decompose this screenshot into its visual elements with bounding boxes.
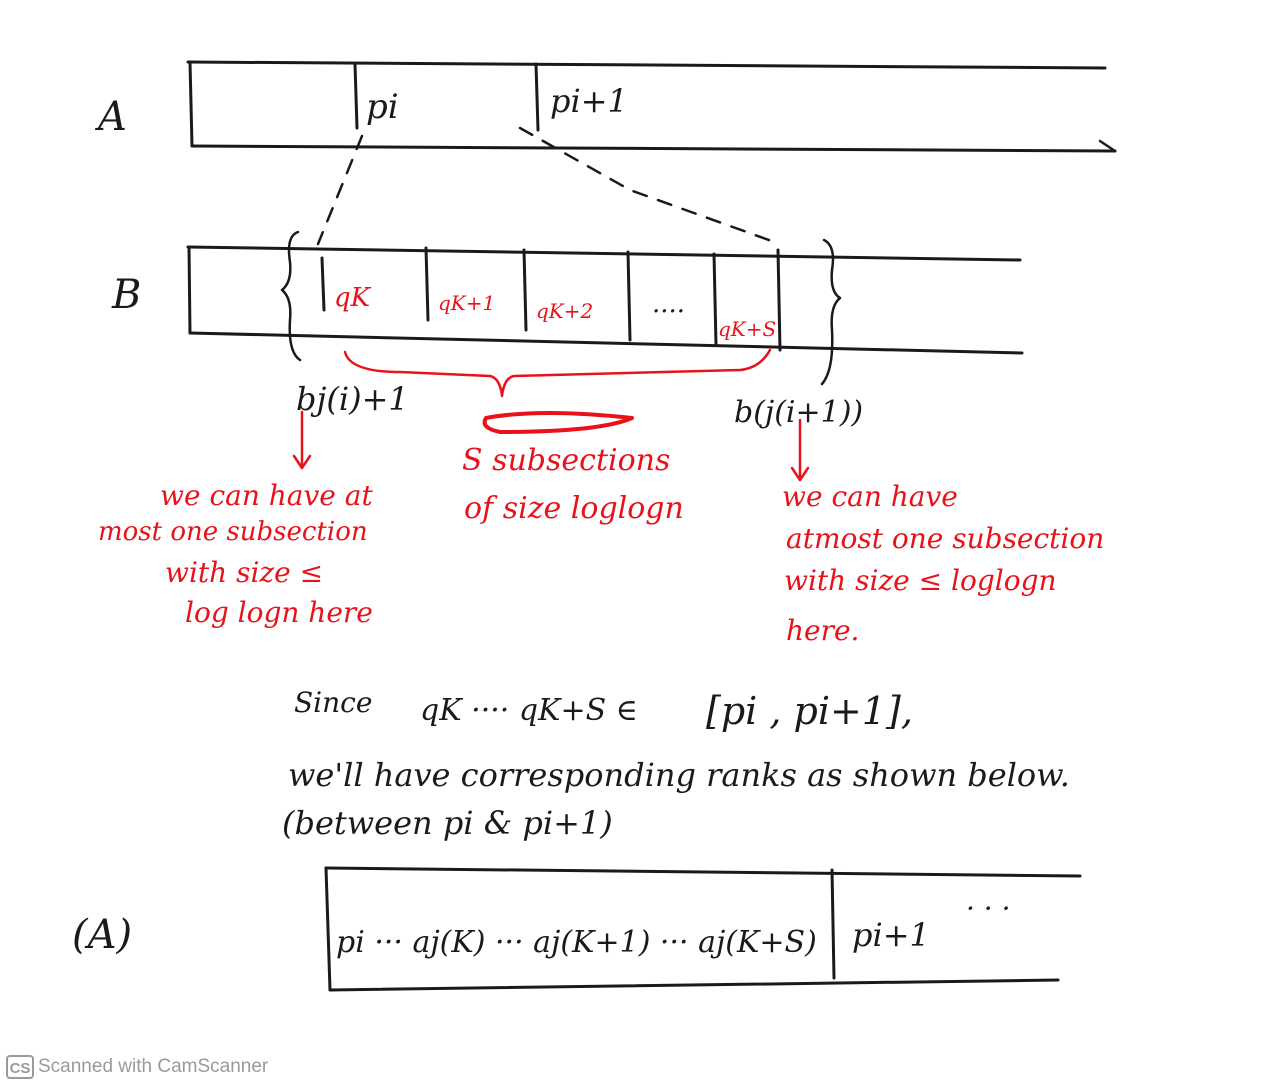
left-annotation-line2: most one subsection bbox=[98, 517, 368, 547]
array-a-bottom-divider bbox=[830, 868, 836, 980]
right-annotation-line3: with size ≤ loglogn bbox=[784, 564, 1057, 597]
array-b: B qK qK+1 qK+2 .... qK+S bj(i)+1 b(j(i+1… bbox=[111, 230, 1024, 430]
explanation: Since qK ···· qK+S ∈ [pi , pi+1], we'll … bbox=[282, 686, 1070, 842]
array-a-bottom-content: pi ··· aj(K) ··· aj(K+1) ··· aj(K+S) bbox=[336, 925, 817, 960]
projection-lines bbox=[316, 126, 782, 246]
explanation-line3: (between pi & pi+1) bbox=[282, 804, 613, 842]
right-annotation-line4: here. bbox=[786, 614, 859, 647]
array-b-left-bound: bj(i)+1 bbox=[296, 380, 409, 418]
array-a: A pi pi+1 bbox=[94, 60, 1117, 153]
explanation-interval: [pi , pi+1], bbox=[706, 689, 913, 733]
array-b-cell: .... bbox=[652, 289, 685, 319]
center-annotation-line1: S subsections bbox=[462, 443, 670, 478]
array-b-cell: qK+S bbox=[718, 317, 776, 341]
left-annotation-line1: we can have at bbox=[160, 479, 373, 512]
annotations: S subsections of size loglogn we can hav… bbox=[98, 348, 1104, 647]
array-a-label: A bbox=[94, 94, 127, 140]
projection-left bbox=[316, 134, 364, 246]
explanation-line2: we'll have corresponding ranks as shown … bbox=[288, 756, 1070, 794]
array-a-bottom-label: (A) bbox=[72, 912, 132, 958]
array-b-cell: qK+2 bbox=[536, 299, 593, 323]
array-b-right-bound: b(j(i+1)) bbox=[734, 395, 863, 430]
right-annotation-line2: atmost one subsection bbox=[786, 522, 1104, 555]
left-annotation-line4: log logn here bbox=[185, 596, 373, 629]
scribble-mark bbox=[482, 411, 634, 434]
left-annotation-line3: with size ≤ bbox=[165, 556, 323, 589]
array-a-bottom-next: pi+1 bbox=[852, 916, 930, 954]
array-a-cell-pi: pi bbox=[366, 87, 399, 127]
array-a-divider-pi bbox=[353, 62, 359, 130]
center-annotation-line2: of size loglogn bbox=[464, 491, 684, 526]
projection-right bbox=[518, 126, 782, 246]
scanner-watermark: CS Scanned with CamScanner bbox=[6, 1055, 268, 1079]
array-b-right-brace bbox=[820, 238, 842, 386]
right-annotation-line1: we can have bbox=[782, 480, 958, 513]
array-b-cell: qK bbox=[334, 283, 372, 313]
explanation-range: qK ···· qK+S ∈ bbox=[420, 693, 638, 728]
array-a-divider-pi1 bbox=[534, 62, 540, 132]
array-a-bottom: (A) pi ··· aj(K) ··· aj(K+1) ··· aj(K+S)… bbox=[72, 866, 1082, 992]
explanation-since: Since bbox=[294, 686, 372, 719]
watermark-text: Scanned with CamScanner bbox=[38, 1056, 269, 1077]
subsections-bracket bbox=[343, 348, 772, 398]
camscanner-logo: CS bbox=[6, 1055, 34, 1079]
array-b-label: B bbox=[111, 272, 141, 318]
array-a-cell-pi1: pi+1 bbox=[550, 82, 628, 120]
array-b-cell: qK+1 bbox=[438, 291, 495, 315]
array-b-left-brace bbox=[280, 230, 302, 362]
array-a-bottom-dots: · · · bbox=[966, 892, 1011, 925]
